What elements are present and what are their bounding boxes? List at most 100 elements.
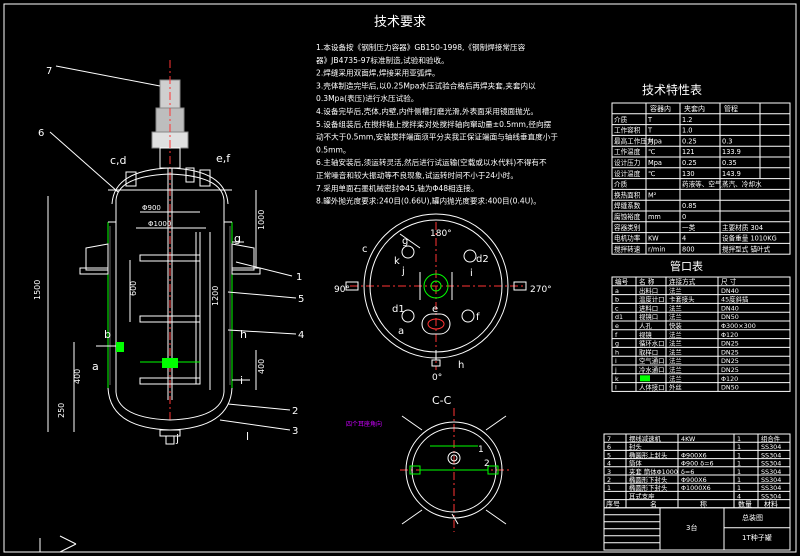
part-cell: 椭圆形上封头 <box>629 450 668 459</box>
top-label-c: c <box>362 244 368 255</box>
section-label-1: 1 <box>478 445 484 455</box>
tech-req-line: 0.3Mpa(表压)进行水压试验。 <box>316 93 418 103</box>
nozzle-cell: 法兰 <box>669 339 682 348</box>
top-label-a: a <box>398 326 404 337</box>
part-cell: 1 <box>737 435 741 443</box>
dim-250: 250 <box>57 403 66 418</box>
nozzle-title: 管口表 <box>670 259 703 273</box>
nozzle-cell: 循环水口 <box>639 339 665 348</box>
parts-header: 称 <box>700 500 707 509</box>
nozzle-cell: e <box>615 322 619 330</box>
part-cell: 4 <box>737 492 741 500</box>
part-cell: 1 <box>737 451 741 459</box>
spec-cell: 0 <box>682 213 686 221</box>
top-label-f: f <box>476 312 480 323</box>
part-cell: 耳式支座 <box>629 491 655 500</box>
spec-title: 技术特性表 <box>642 82 702 97</box>
part-cell: Φ900 δ=6 <box>681 460 714 468</box>
spec-cell: 4 <box>682 235 686 243</box>
nozzle-cell: Φ120 <box>721 375 738 383</box>
callout-5: 5 <box>298 294 304 305</box>
part-cell: 7 <box>607 435 611 443</box>
top-label-d1: d1 <box>392 304 405 315</box>
part-cell: 摆线减速机 <box>629 434 662 443</box>
label-j: j <box>175 432 179 445</box>
part-cell: 夹套 筒体Φ1000 <box>629 467 678 476</box>
nozzle-cell: 法兰 <box>669 365 682 374</box>
label-a: a <box>92 360 99 373</box>
label-h: h <box>240 328 247 341</box>
nozzle-cell: a <box>615 287 619 295</box>
title-block-drawing: 总装图 <box>742 513 763 522</box>
nozzle-cell: g <box>615 340 619 348</box>
nozzle-cell: 空气通口 <box>639 356 665 365</box>
top-label-g: g <box>402 236 408 247</box>
part-cell: 椭圆形下封头 <box>629 475 668 484</box>
part-cell: SS304 <box>761 484 781 492</box>
nozzle-cell: 人体接口 <box>639 383 665 392</box>
spec-cell: 工作容积 <box>614 126 641 135</box>
part-cell: 4KW <box>681 435 696 443</box>
nozzle-cell: 法兰 <box>669 374 682 383</box>
spec-cell: Mpa <box>648 137 662 145</box>
spec-cell: 焊缝系数 <box>614 201 641 210</box>
nozzle-cell: DN25 <box>721 340 739 348</box>
dim-400-left: 400 <box>73 369 82 384</box>
tech-req-line: 器》JB4735-97标准制造,试验和验收。 <box>316 55 449 65</box>
spec-cell: 电机功率 <box>614 234 641 243</box>
tech-req-line: 4.设备完毕后,壳体,内壁,内件侧槽打磨光滑,外表面采用镜面抛光。 <box>316 106 538 116</box>
nozzle-cell: DN25 <box>721 366 739 374</box>
part-cell: SS304 <box>761 451 781 459</box>
spec-header: 夹套内 <box>684 104 705 113</box>
part-cell: 2 <box>607 476 611 484</box>
nozzle-cell: 法兰 <box>669 286 682 295</box>
title-block-scale: 3台 <box>686 523 697 532</box>
spec-cell: 容器类别 <box>614 223 641 232</box>
tech-req-line: 6.主轴安装后,须运转灵活,然后进行试运输(空载或以水代料)不得有不 <box>316 157 547 167</box>
spec-cell: T <box>647 127 653 135</box>
spec-cell: 一类 <box>682 223 696 232</box>
nozzle-cell: DN50 <box>721 313 739 321</box>
nozzle-cell: l <box>615 384 617 392</box>
part-cell: 1 <box>607 484 611 492</box>
spec-cell: 0.25 <box>682 159 697 167</box>
dim-1500: 1500 <box>33 280 42 300</box>
part-cell: Φ1000X6 <box>681 484 711 492</box>
tech-req-line: 5.设备组装后,在搅拌轴上搅拌桨对处搅拌轴向窜动量±0.5mm,径向摆 <box>316 119 552 129</box>
drawing-frame <box>3 3 797 553</box>
label-b: b <box>104 328 111 341</box>
spec-cell: 药液等、空气 <box>682 180 722 189</box>
nozzle-cell: j <box>614 366 617 374</box>
tech-req-line: 1.本设备按《钢制压力容器》GB150-1998,《钢制焊接常压容 <box>316 42 526 52</box>
label-c-d: c,d <box>110 154 127 167</box>
parts-header: 名 <box>650 500 657 509</box>
tech-req-lines: 1.本设备按《钢制压力容器》GB150-1998,《钢制焊接常压容器》JB473… <box>316 42 558 206</box>
spec-cell: 800 <box>682 245 695 253</box>
nozzle-cell: f <box>615 331 618 339</box>
nozzle-cell: 人孔 <box>639 322 652 330</box>
spec-cell: 主要材质 304 <box>722 223 763 232</box>
spec-cell: 换热面积 <box>614 190 641 199</box>
label-g: g <box>234 232 241 245</box>
title-block-name: 1T种子罐 <box>742 533 772 542</box>
top-label-d2: d2 <box>476 254 489 265</box>
spec-cell: 0.25 <box>682 137 697 145</box>
part-cell: 5 <box>607 451 611 459</box>
tech-req-line: 7.采用单面石墨机械密封Φ45,轴为Φ48相连接。 <box>316 183 478 193</box>
main-elevation-view <box>47 60 297 445</box>
nozzle-cell: 法兰 <box>669 356 682 365</box>
callout-7: 7 <box>46 66 52 77</box>
spec-cell: Mpa <box>648 159 662 167</box>
parts-header: 序号 <box>606 500 620 509</box>
tech-req-line: 正常噪音和较大振动等不良现象,试运转时间不小于24小时。 <box>316 170 518 180</box>
part-cell: 4 <box>607 460 611 468</box>
spec-cell: 0.35 <box>722 159 737 167</box>
nozzle-cell: Φ300×300 <box>721 322 756 330</box>
spec-cell: 设计压力 <box>614 158 640 167</box>
top-label-e: e <box>432 304 438 315</box>
nozzle-cell: h <box>615 348 619 356</box>
top-label-j: j <box>401 266 405 277</box>
part-cell: Φ900X6 <box>681 476 707 484</box>
